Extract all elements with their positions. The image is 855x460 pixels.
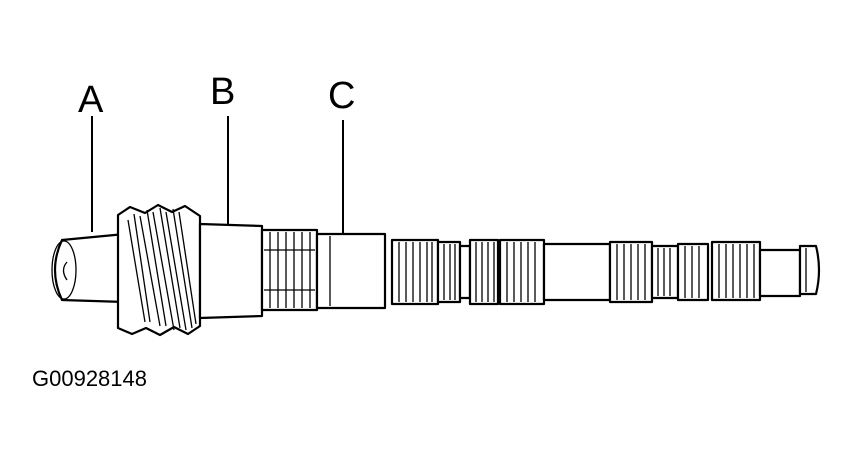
- middle-journal: [542, 242, 612, 302]
- spline-section-1: [260, 228, 319, 312]
- spline-section-6: [608, 240, 654, 304]
- spline-section-2: [390, 238, 440, 306]
- spline-section-5: [498, 238, 546, 306]
- spline-section-8: [710, 240, 762, 302]
- gear-hub: [198, 222, 264, 320]
- spline-section-4: [468, 238, 500, 306]
- rear-stub: [758, 244, 821, 298]
- callout-b-label: B: [210, 71, 235, 113]
- front-journal: [51, 232, 127, 304]
- callout-a-label: A: [78, 79, 104, 121]
- figure-id: G00928148: [32, 366, 147, 391]
- spline-section-3: [436, 240, 472, 304]
- bearing-journal: [315, 232, 387, 310]
- spline-section-7: [650, 242, 710, 302]
- helical-gear: [116, 203, 202, 337]
- callout-c-label: C: [328, 75, 355, 117]
